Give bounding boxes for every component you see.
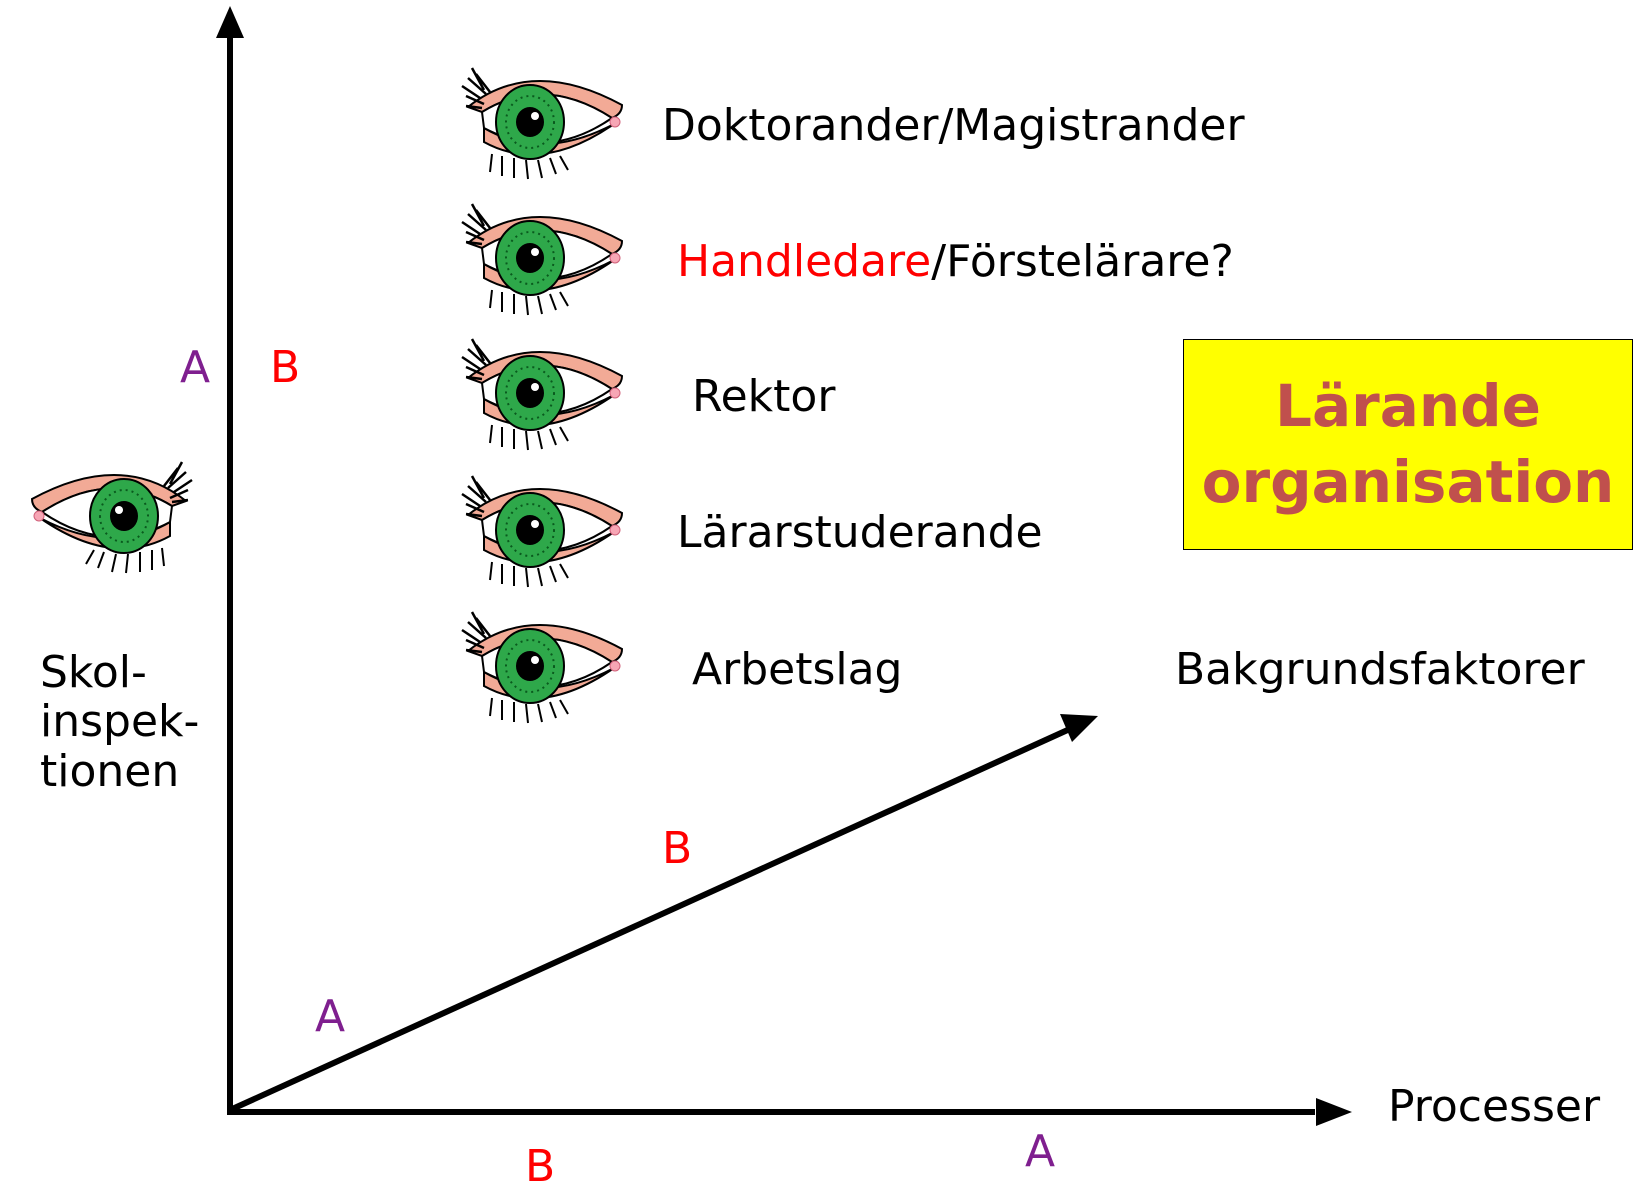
eye-icon: [460, 66, 624, 181]
horizontal-axis-arrowhead: [1316, 1098, 1352, 1126]
diagonal-axis-arrowhead: [1060, 714, 1098, 742]
eye-icon: [460, 474, 624, 589]
observer-label-handledare: Handledare/Förstelärare?: [677, 240, 1234, 284]
side-observer-label: Skol- inspek- tionen: [40, 648, 199, 796]
horizontal-axis-label-a: A: [1025, 1126, 1056, 1177]
observer-label-handledare-highlight: Handledare: [677, 236, 932, 287]
side-observer-line-1: Skol-: [40, 647, 147, 698]
eye-icon: [460, 337, 624, 452]
observer-label-rektor: Rektor: [692, 371, 836, 422]
observer-label-handledare-rest: /Förstelärare?: [931, 236, 1234, 287]
observer-label-arbetslag: Arbetslag: [692, 644, 903, 695]
box-line-2: organisation: [1201, 447, 1615, 516]
diagonal-axis: [228, 725, 1074, 1113]
eye-icon: [30, 460, 194, 575]
vertical-axis-label-b: B: [270, 342, 301, 393]
observer-label-doktorander: Doktorander/Magistrander: [662, 100, 1245, 151]
horizontal-axis-label-b: B: [525, 1141, 556, 1192]
learning-organisation-box: Lärande organisation: [1183, 339, 1633, 550]
diagonal-axis-label-b: B: [662, 823, 693, 874]
vertical-axis-arrowhead: [216, 6, 244, 38]
side-observer-line-2: inspek-: [40, 696, 200, 748]
vertical-axis-label-a: A: [180, 342, 211, 393]
horizontal-axis-label: Processer: [1388, 1081, 1601, 1132]
observer-label-lararstuderande: Lärarstuderande: [677, 507, 1043, 558]
eye-icon: [460, 610, 624, 725]
side-observer-line-3: tionen: [40, 745, 180, 797]
diagonal-axis-label: Bakgrundsfaktorer: [1175, 644, 1585, 695]
eye-icon: [460, 202, 624, 317]
box-line-1: Lärande: [1275, 372, 1541, 441]
diagonal-axis-label-a: A: [315, 991, 346, 1042]
